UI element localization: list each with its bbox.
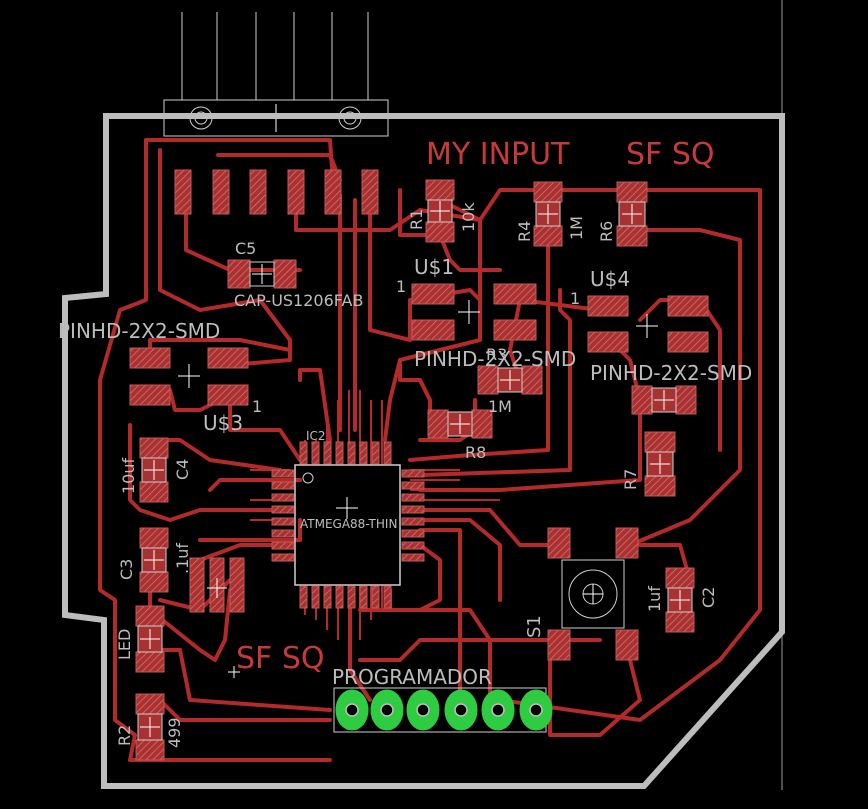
r8-label: R8 — [465, 443, 486, 462]
r5-resistor — [631, 385, 697, 415]
programador-header — [333, 687, 553, 733]
r1-label: R1 — [407, 209, 426, 230]
r2-value: 499 — [165, 717, 184, 748]
pinhd-right-label: PINHD-2X2-SMD — [590, 361, 752, 385]
pinhd-left-label: PINHD-2X2-SMD — [58, 319, 220, 343]
regulator-pads — [189, 557, 245, 613]
r7-resistor — [644, 431, 676, 497]
r3-label: R3 — [486, 345, 507, 364]
r2-resistor — [135, 693, 165, 761]
c4-capacitor — [139, 437, 169, 503]
r4-label: R4 — [515, 221, 534, 242]
c2-value: 1uf — [645, 586, 664, 612]
r3-resistor — [477, 365, 543, 395]
u1-pin-label: 1 — [396, 277, 406, 296]
component-labels: C5 CAP-US1206FAB R1 10k R4 1M R6 U$1 1 U… — [58, 202, 752, 748]
r6-resistor — [616, 181, 648, 247]
c3-value: .1uf — [173, 543, 192, 574]
r8-resistor — [427, 409, 493, 439]
s1-switch — [547, 527, 639, 661]
r4-value: 1M — [567, 216, 586, 240]
r7-label: R7 — [621, 469, 640, 490]
u1-pinheader — [411, 283, 537, 341]
ic2-atmega-chip — [271, 441, 425, 609]
atmega-label: ATMEGA88-THIN — [300, 517, 397, 531]
r1-resistor — [425, 179, 455, 243]
c2-label: C2 — [699, 587, 718, 608]
c3-label: C3 — [117, 559, 136, 580]
c4-value: 10uf — [119, 458, 138, 495]
r3-value: 1M — [488, 397, 512, 416]
s1-label: S1 — [524, 615, 545, 638]
cap-us-label: CAP-US1206FAB — [234, 291, 363, 310]
my-input-title: MY INPUT — [426, 137, 570, 172]
r4-resistor — [533, 181, 563, 247]
led-label: LED — [115, 629, 134, 660]
r2-label: R2 — [115, 725, 134, 746]
ic2-label: IC2 — [306, 429, 326, 443]
c5-capacitor — [227, 259, 297, 289]
u1-label: U$1 — [414, 255, 454, 279]
u3-pin-label: 1 — [252, 397, 262, 416]
led-component — [135, 605, 165, 673]
board-outline — [62, 113, 785, 789]
c3-capacitor — [139, 527, 169, 593]
r6-label: R6 — [597, 221, 616, 242]
u3-label: U$3 — [203, 411, 243, 435]
r1-value: 10k — [459, 202, 478, 232]
sf-sq-top-title: SF SQ — [626, 137, 715, 172]
c2-capacitor — [665, 567, 695, 633]
u4-pin-label: 1 — [570, 289, 580, 308]
c4-label: C4 — [173, 459, 192, 480]
header-pads — [174, 169, 379, 215]
u4-label: U$4 — [590, 267, 630, 291]
programador-label: PROGRAMADOR — [332, 665, 492, 689]
sf-sq-bottom-title: SF SQ — [236, 641, 325, 676]
pinhd-mid-label: PINHD-2X2-SMD — [414, 347, 576, 371]
u3-pinheader — [129, 347, 249, 406]
origin-markers — [228, 666, 240, 678]
c5-label: C5 — [235, 239, 256, 258]
u4-pinheader — [587, 295, 709, 353]
